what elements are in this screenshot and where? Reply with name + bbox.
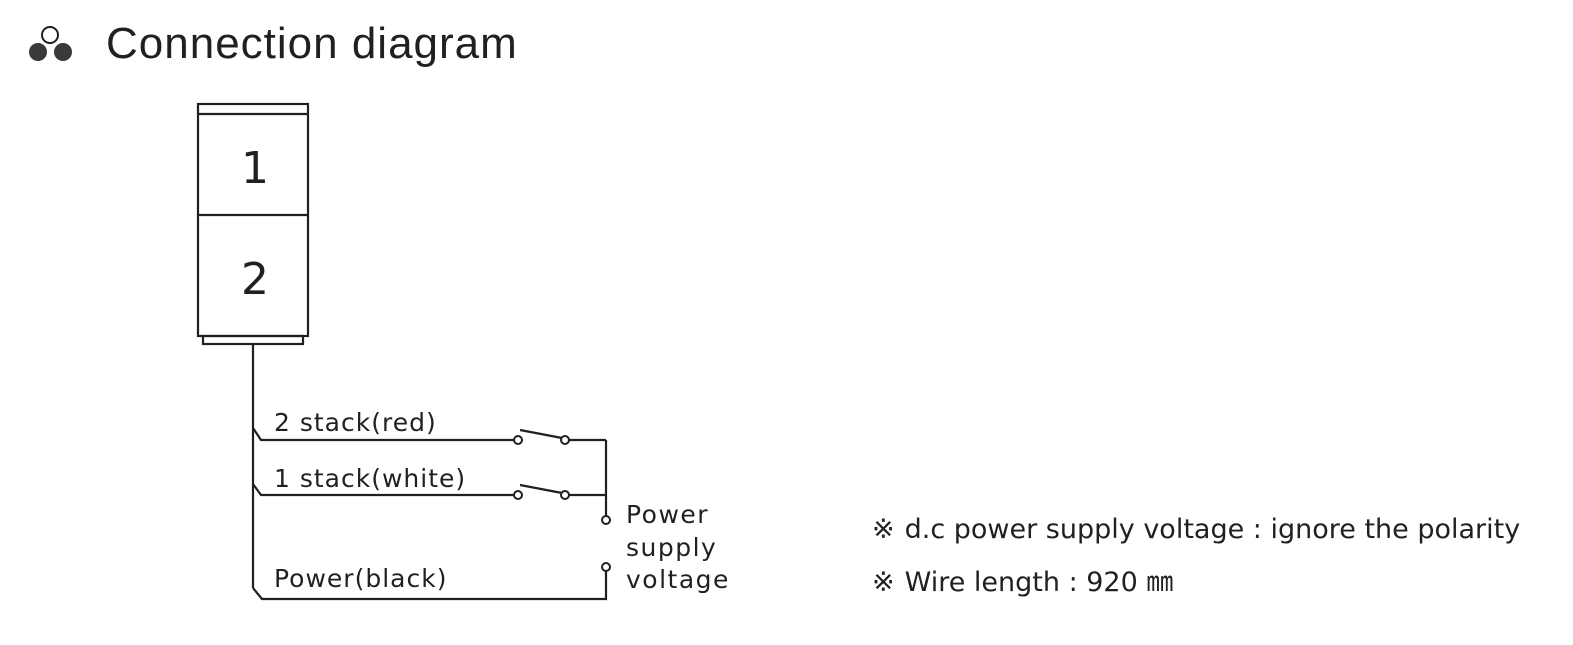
power-supply-label-line3: voltage [626, 565, 730, 594]
wire-power-label: Power(black) [274, 564, 447, 593]
switch-tier2-contact-b [560, 435, 570, 445]
switch-tier1-contact-a [513, 490, 523, 500]
wire-tier1 [252, 483, 518, 497]
power-supply-label-line1: Power [626, 500, 709, 529]
three-dots-icon [26, 24, 78, 64]
tower-base [201, 334, 305, 346]
note-text: d.c power supply voltage : ignore the po… [904, 514, 1521, 545]
page-title: Connection diagram [106, 19, 518, 68]
switch-tier1-contact-b [560, 490, 570, 500]
wire-tier1-label: 1 stack(white) [274, 464, 466, 493]
switch-tier2-blade [519, 428, 563, 440]
switch-tier2-contact-a [513, 435, 523, 445]
wire-tier2 [252, 427, 518, 442]
reference-mark: ※ [872, 514, 895, 545]
power-terminal-bottom [601, 562, 611, 572]
power-terminal-top [601, 515, 611, 525]
tier-1-label: 1 [241, 143, 269, 194]
wire-tier2-label: 2 stack(red) [274, 408, 437, 437]
switch-tier1-blade [519, 483, 563, 495]
power-supply-label-line2: supply [626, 533, 717, 562]
notes: ※ d.c power supply voltage : ignore the p… [872, 508, 1520, 614]
header: Connection diagram [26, 14, 518, 74]
wire-power [252, 571, 608, 601]
note-text: Wire length : 920 ㎜ [904, 567, 1174, 598]
note-wire-length: ※ Wire length : 920 ㎜ [872, 561, 1520, 614]
note-polarity: ※ d.c power supply voltage : ignore the p… [872, 508, 1520, 561]
reference-mark: ※ [872, 567, 895, 598]
tier-2-label: 2 [241, 254, 269, 305]
